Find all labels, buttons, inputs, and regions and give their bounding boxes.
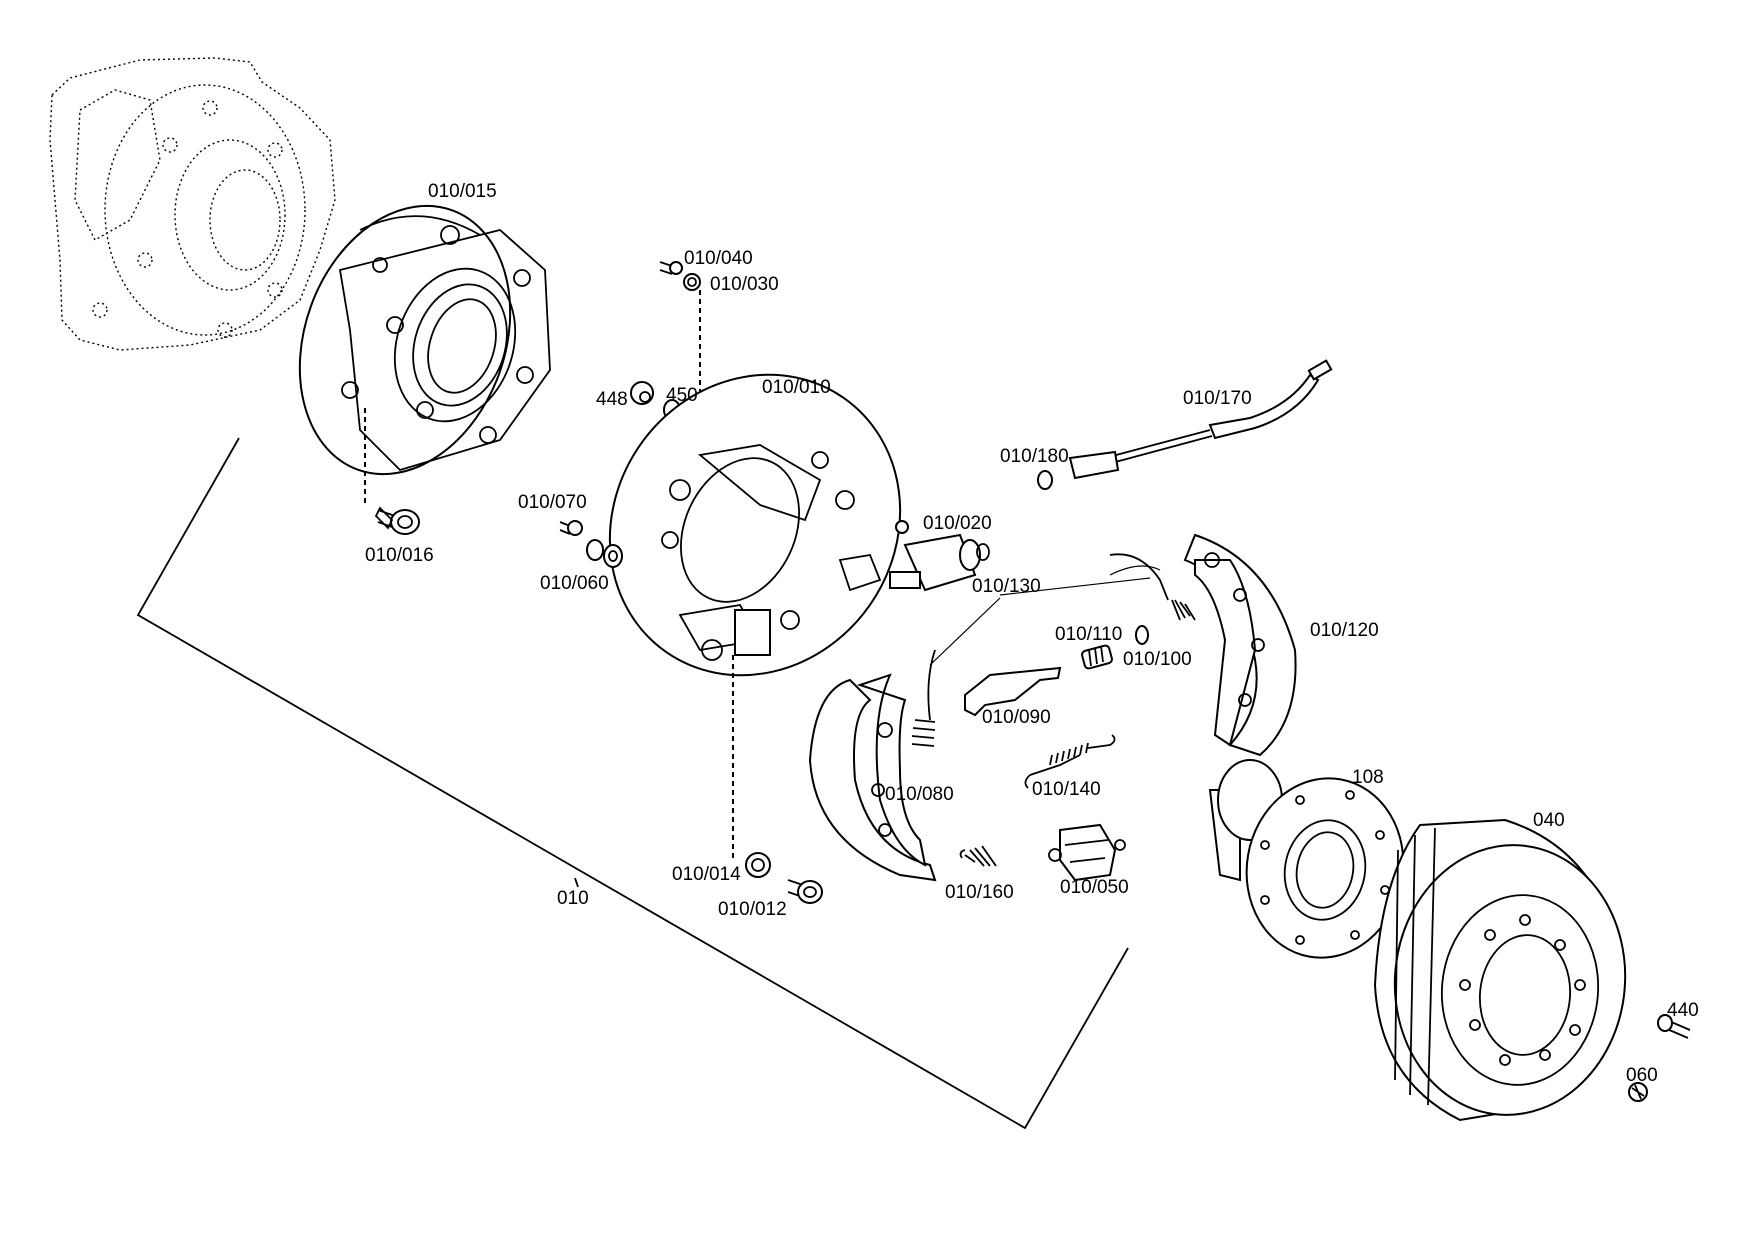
wheel-hub-108 xyxy=(1208,759,1405,959)
spring-upper-010-130 xyxy=(1109,553,1196,621)
label-010-170: 010/170 xyxy=(1183,388,1252,409)
label-010-080: 010/080 xyxy=(885,784,954,805)
label-010-130: 010/130 xyxy=(972,576,1041,597)
label-010-090: 010/090 xyxy=(982,707,1051,728)
axle-housing-ghost xyxy=(49,57,336,351)
label-010-012: 010/012 xyxy=(718,899,787,920)
bolt-010-040 xyxy=(659,261,683,275)
label-010-060: 010/060 xyxy=(540,573,609,594)
label-010-050: 010/050 xyxy=(1060,877,1129,898)
spring-010-160 xyxy=(959,845,997,867)
label-010-160: 010/160 xyxy=(945,882,1014,903)
spring-010-140 xyxy=(1024,734,1116,789)
label-010-120: 010/120 xyxy=(1310,620,1379,641)
leader-010-130 xyxy=(929,565,1161,666)
label-448: 448 xyxy=(596,389,628,410)
label-010-040: 010/040 xyxy=(684,248,753,269)
wheel-cylinder-part xyxy=(889,520,990,592)
clip-010-100 xyxy=(1135,625,1149,645)
backing-plate-part xyxy=(608,373,902,860)
adjuster-block-010-050 xyxy=(1048,823,1126,882)
label-010-100: 010/100 xyxy=(1123,649,1192,670)
label-440: 440 xyxy=(1667,1000,1699,1021)
bolt-010-016 xyxy=(364,408,420,535)
screw-060 xyxy=(1628,1082,1648,1102)
washer-010-030 xyxy=(683,273,701,400)
label-010-010: 010/010 xyxy=(762,377,831,398)
washers-010-060 xyxy=(586,539,623,568)
label-040: 040 xyxy=(1533,810,1565,831)
nut-448 xyxy=(630,381,654,405)
label-108: 108 xyxy=(1352,767,1384,788)
lever-010-090 xyxy=(964,666,1062,717)
label-010-014: 010/014 xyxy=(672,864,741,885)
label-010: 010 xyxy=(557,888,589,909)
handbrake-cable-part xyxy=(1068,359,1333,480)
label-450: 450 xyxy=(666,385,698,406)
label-010-180: 010/180 xyxy=(1000,446,1069,467)
brake-drum-040 xyxy=(1373,818,1627,1122)
brake-shoe-left xyxy=(808,673,937,882)
callout-labels: 010/015 010/016 010/040 010/030 448 450 … xyxy=(365,181,1699,1086)
label-060: 060 xyxy=(1626,1065,1658,1086)
bolt-010-012 xyxy=(787,879,823,904)
assembly-bracket-010 xyxy=(136,437,1129,1130)
label-010-020: 010/020 xyxy=(923,513,992,534)
bolt-010-070 xyxy=(559,520,583,536)
stud-440 xyxy=(1657,1014,1691,1039)
spring-lower-010-130 xyxy=(911,649,936,747)
flange-part xyxy=(298,204,551,476)
adjuster-010-110 xyxy=(1081,644,1113,670)
brake-shoe-right xyxy=(1183,533,1297,757)
label-010-016: 010/016 xyxy=(365,545,434,566)
clip-010-180 xyxy=(1037,470,1053,490)
label-010-140: 010/140 xyxy=(1032,779,1101,800)
label-010-110: 010/110 xyxy=(1055,624,1122,645)
washer-010-014 xyxy=(745,852,771,878)
label-010-030: 010/030 xyxy=(710,274,779,295)
label-010-015: 010/015 xyxy=(428,181,497,202)
label-010-070: 010/070 xyxy=(518,492,587,513)
